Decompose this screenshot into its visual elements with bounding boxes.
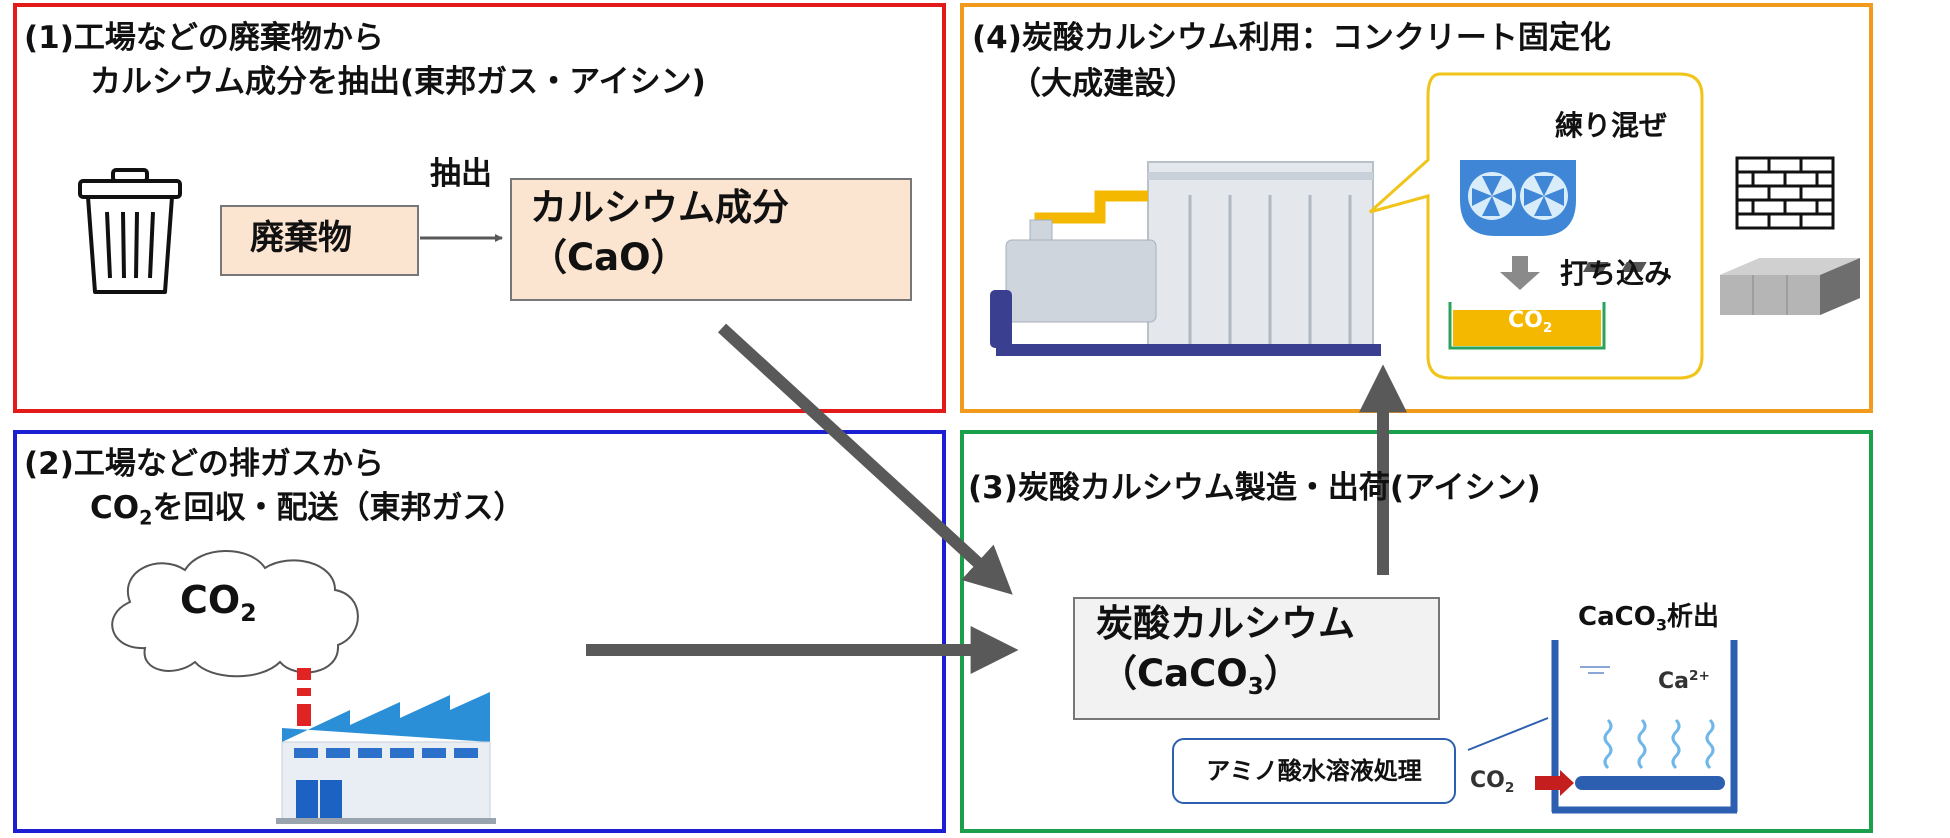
panel-co2-capture [13,430,946,833]
panel3-title: (3)炭酸カルシウム製造・出荷(アイシン) [968,470,1541,506]
cloud-co2-label: CO2 [180,578,257,628]
panel1-title-line2: カルシウム成分を抽出(東邦ガス・アイシン) [90,64,706,100]
co2-cloud-icon [111,550,359,678]
panel2-title-line1: (2)工場などの排ガスから [24,446,384,482]
waste-box [220,205,419,276]
reaction-vessel-icon [1467,640,1738,814]
concrete-plant-icon [990,161,1381,356]
caco3-box [1073,597,1440,720]
panel-waste-extraction [13,3,946,413]
mix-label: 練り混ぜ [1555,109,1668,142]
calcium-formula: （CaO） [530,236,688,279]
tray-co2-label: CO2 [1508,308,1553,336]
arrow-calcium-to-production [717,323,1013,595]
extract-label: 抽出 [430,156,492,192]
brick-wall-icon [1735,156,1835,230]
waste-label: 廃棄物 [250,218,352,258]
caco3-formula: （CaCO3） [1100,652,1301,701]
caco3-label: 炭酸カルシウム [1096,602,1355,645]
trash-can-icon [78,168,182,294]
mixer-icon [1460,160,1576,236]
panel2-title-line2: CO2を回収・配送（東邦ガス） [90,490,525,530]
calcium-label: カルシウム成分 [530,186,789,229]
pour-label: 打ち込み [1560,257,1673,290]
panel-concrete-fixation [960,3,1873,413]
vessel-co2-label: CO2 [1470,768,1515,796]
calcium-box [510,178,912,301]
factory-icon [276,668,496,824]
panel4-title-line2: （大成建設） [1010,66,1196,102]
concrete-blocks-icon [1582,258,1860,315]
co2-tray-icon [1448,302,1606,350]
calcium-ion-label: Ca2+ [1658,668,1710,695]
pour-arrow-icon [1500,256,1540,290]
panel-caco3-production [960,430,1873,833]
amino-acid-process-label: アミノ酸水溶液処理 [1172,738,1456,804]
precipitation-label: CaCO3析出 [1578,602,1720,635]
panel1-title-line1: (1)工場などの廃棄物から [24,20,384,56]
panel4-title-line1: (4)炭酸カルシウム利用：コンクリート固定化 [972,20,1611,56]
